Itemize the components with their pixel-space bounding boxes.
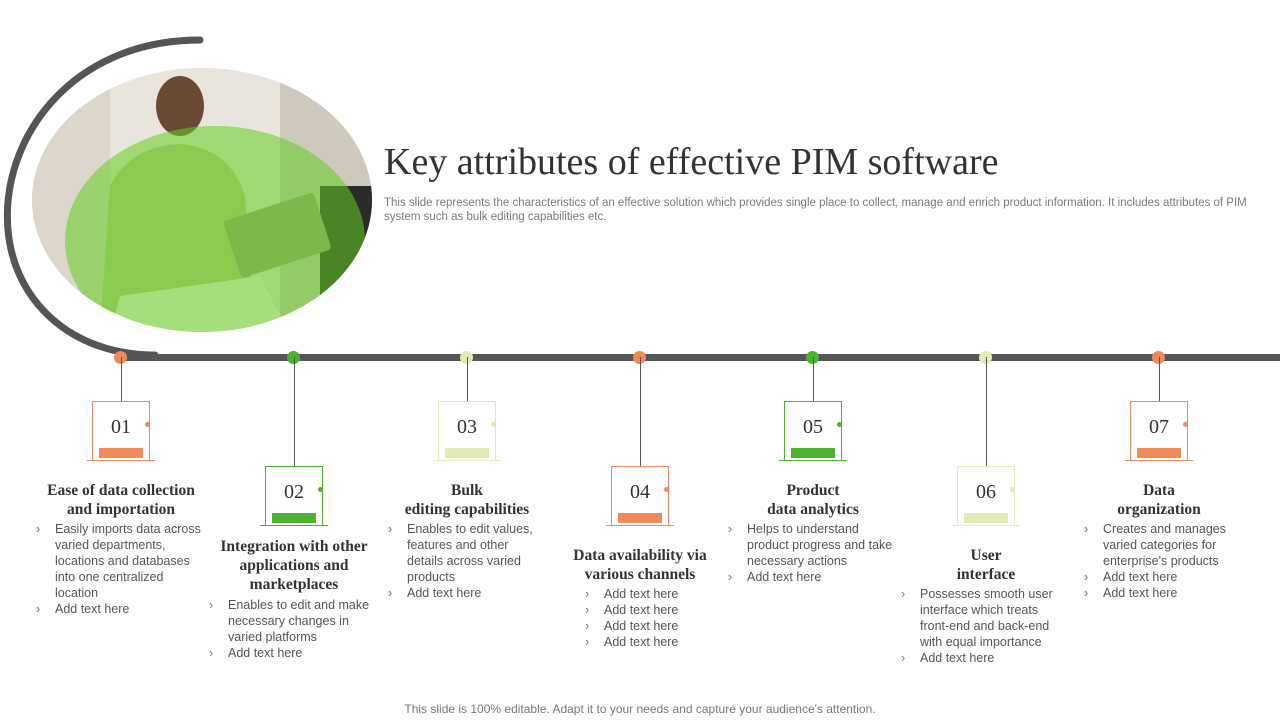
- list-item: Possesses smooth user interface which tr…: [901, 586, 1069, 650]
- step-number-box-4: 04: [606, 466, 674, 526]
- step-number: 06: [976, 481, 996, 503]
- step-heading-1: Ease of data collection and importation: [47, 482, 195, 518]
- step-number: 04: [630, 481, 650, 503]
- step-number: 03: [457, 416, 477, 438]
- connector-3: [467, 357, 468, 401]
- page-title: Key attributes of effective PIM software: [384, 141, 999, 183]
- accent-bar: [964, 513, 1008, 523]
- connector-5: [813, 357, 814, 401]
- step-heading-7: Data organization: [1117, 482, 1201, 518]
- accent-bar: [618, 513, 662, 523]
- list-item: Add text here: [585, 602, 715, 618]
- step-number-box-3: 03: [433, 401, 501, 461]
- hero-image: [32, 68, 372, 332]
- timeline-dot-6: [979, 351, 992, 364]
- list-item: Add text here: [209, 645, 381, 661]
- list-item: Add text here: [36, 601, 208, 617]
- timeline-dot-2: [287, 351, 300, 364]
- step-number-box-7: 07: [1125, 401, 1193, 461]
- list-item: Helps to understand product progress and…: [728, 521, 896, 569]
- step-heading-6: User interface: [956, 547, 1016, 583]
- accent-bar: [445, 448, 489, 458]
- accent-dot: [145, 422, 150, 427]
- step-heading-4: Data availability via various channels: [573, 547, 707, 583]
- decorative-arc: [3, 36, 204, 359]
- timeline-dot-1: [114, 351, 127, 364]
- list-item: Add text here: [1084, 585, 1244, 601]
- accent-dot: [491, 422, 496, 427]
- list-item: Add text here: [585, 618, 715, 634]
- accent-dot: [1010, 487, 1015, 492]
- list-item: Add text here: [728, 569, 896, 585]
- list-item: Creates and manages varied categories fo…: [1084, 521, 1244, 569]
- list-item: Enables to edit values, features and oth…: [388, 521, 548, 585]
- timeline-line: [120, 354, 1280, 361]
- connector-1: [121, 357, 122, 401]
- accent-underline: [952, 525, 1020, 526]
- timeline-dot-4: [633, 351, 646, 364]
- list-item: Add text here: [388, 585, 548, 601]
- list-item: Add text here: [1084, 569, 1244, 585]
- accent-underline: [260, 525, 328, 526]
- accent-dot: [1183, 422, 1188, 427]
- list-item: Add text here: [585, 634, 715, 650]
- step-number-box-2: 02: [260, 466, 328, 526]
- step-number: 05: [803, 416, 823, 438]
- accent-bar: [791, 448, 835, 458]
- accent-underline: [1125, 460, 1193, 461]
- accent-underline: [87, 460, 155, 461]
- step-points-3: Enables to edit values, features and oth…: [388, 521, 548, 601]
- accent-underline: [433, 460, 501, 461]
- list-item: Enables to edit and make necessary chang…: [209, 597, 381, 645]
- timeline-dot-5: [806, 351, 819, 364]
- step-heading-2: Integration with other applications and …: [220, 538, 368, 593]
- timeline-dot-7: [1152, 351, 1165, 364]
- connector-7: [1159, 357, 1160, 401]
- step-number-box-5: 05: [779, 401, 847, 461]
- step-heading-5: Product data analytics: [767, 482, 859, 518]
- accent-dot: [318, 487, 323, 492]
- step-points-6: Possesses smooth user interface which tr…: [901, 586, 1069, 666]
- connector-4: [640, 357, 641, 466]
- timeline-dot-3: [460, 351, 473, 364]
- list-item: Easily imports data across varied depart…: [36, 521, 208, 601]
- accent-dot: [837, 422, 842, 427]
- step-number: 01: [111, 416, 131, 438]
- accent-underline: [606, 525, 674, 526]
- page-subtitle: This slide represents the characteristic…: [384, 197, 1247, 223]
- accent-bar: [272, 513, 316, 523]
- step-heading-3: Bulk editing capabilities: [404, 482, 530, 518]
- list-item: Add text here: [901, 650, 1069, 666]
- accent-bar: [99, 448, 143, 458]
- step-number-box-1: 01: [87, 401, 155, 461]
- step-points-2: Enables to edit and make necessary chang…: [209, 597, 381, 661]
- accent-underline: [779, 460, 847, 461]
- step-points-4: Add text here Add text here Add text her…: [585, 586, 715, 650]
- connector-6: [986, 357, 987, 466]
- footer-note: This slide is 100% editable. Adapt it to…: [404, 702, 876, 716]
- step-number-box-6: 06: [952, 466, 1020, 526]
- step-points-1: Easily imports data across varied depart…: [36, 521, 208, 617]
- step-points-7: Creates and manages varied categories fo…: [1084, 521, 1244, 601]
- step-number: 02: [284, 481, 304, 503]
- accent-dot: [664, 487, 669, 492]
- step-points-5: Helps to understand product progress and…: [728, 521, 896, 585]
- step-number: 07: [1149, 416, 1169, 438]
- list-item: Add text here: [585, 586, 715, 602]
- connector-2: [294, 357, 295, 466]
- accent-bar: [1137, 448, 1181, 458]
